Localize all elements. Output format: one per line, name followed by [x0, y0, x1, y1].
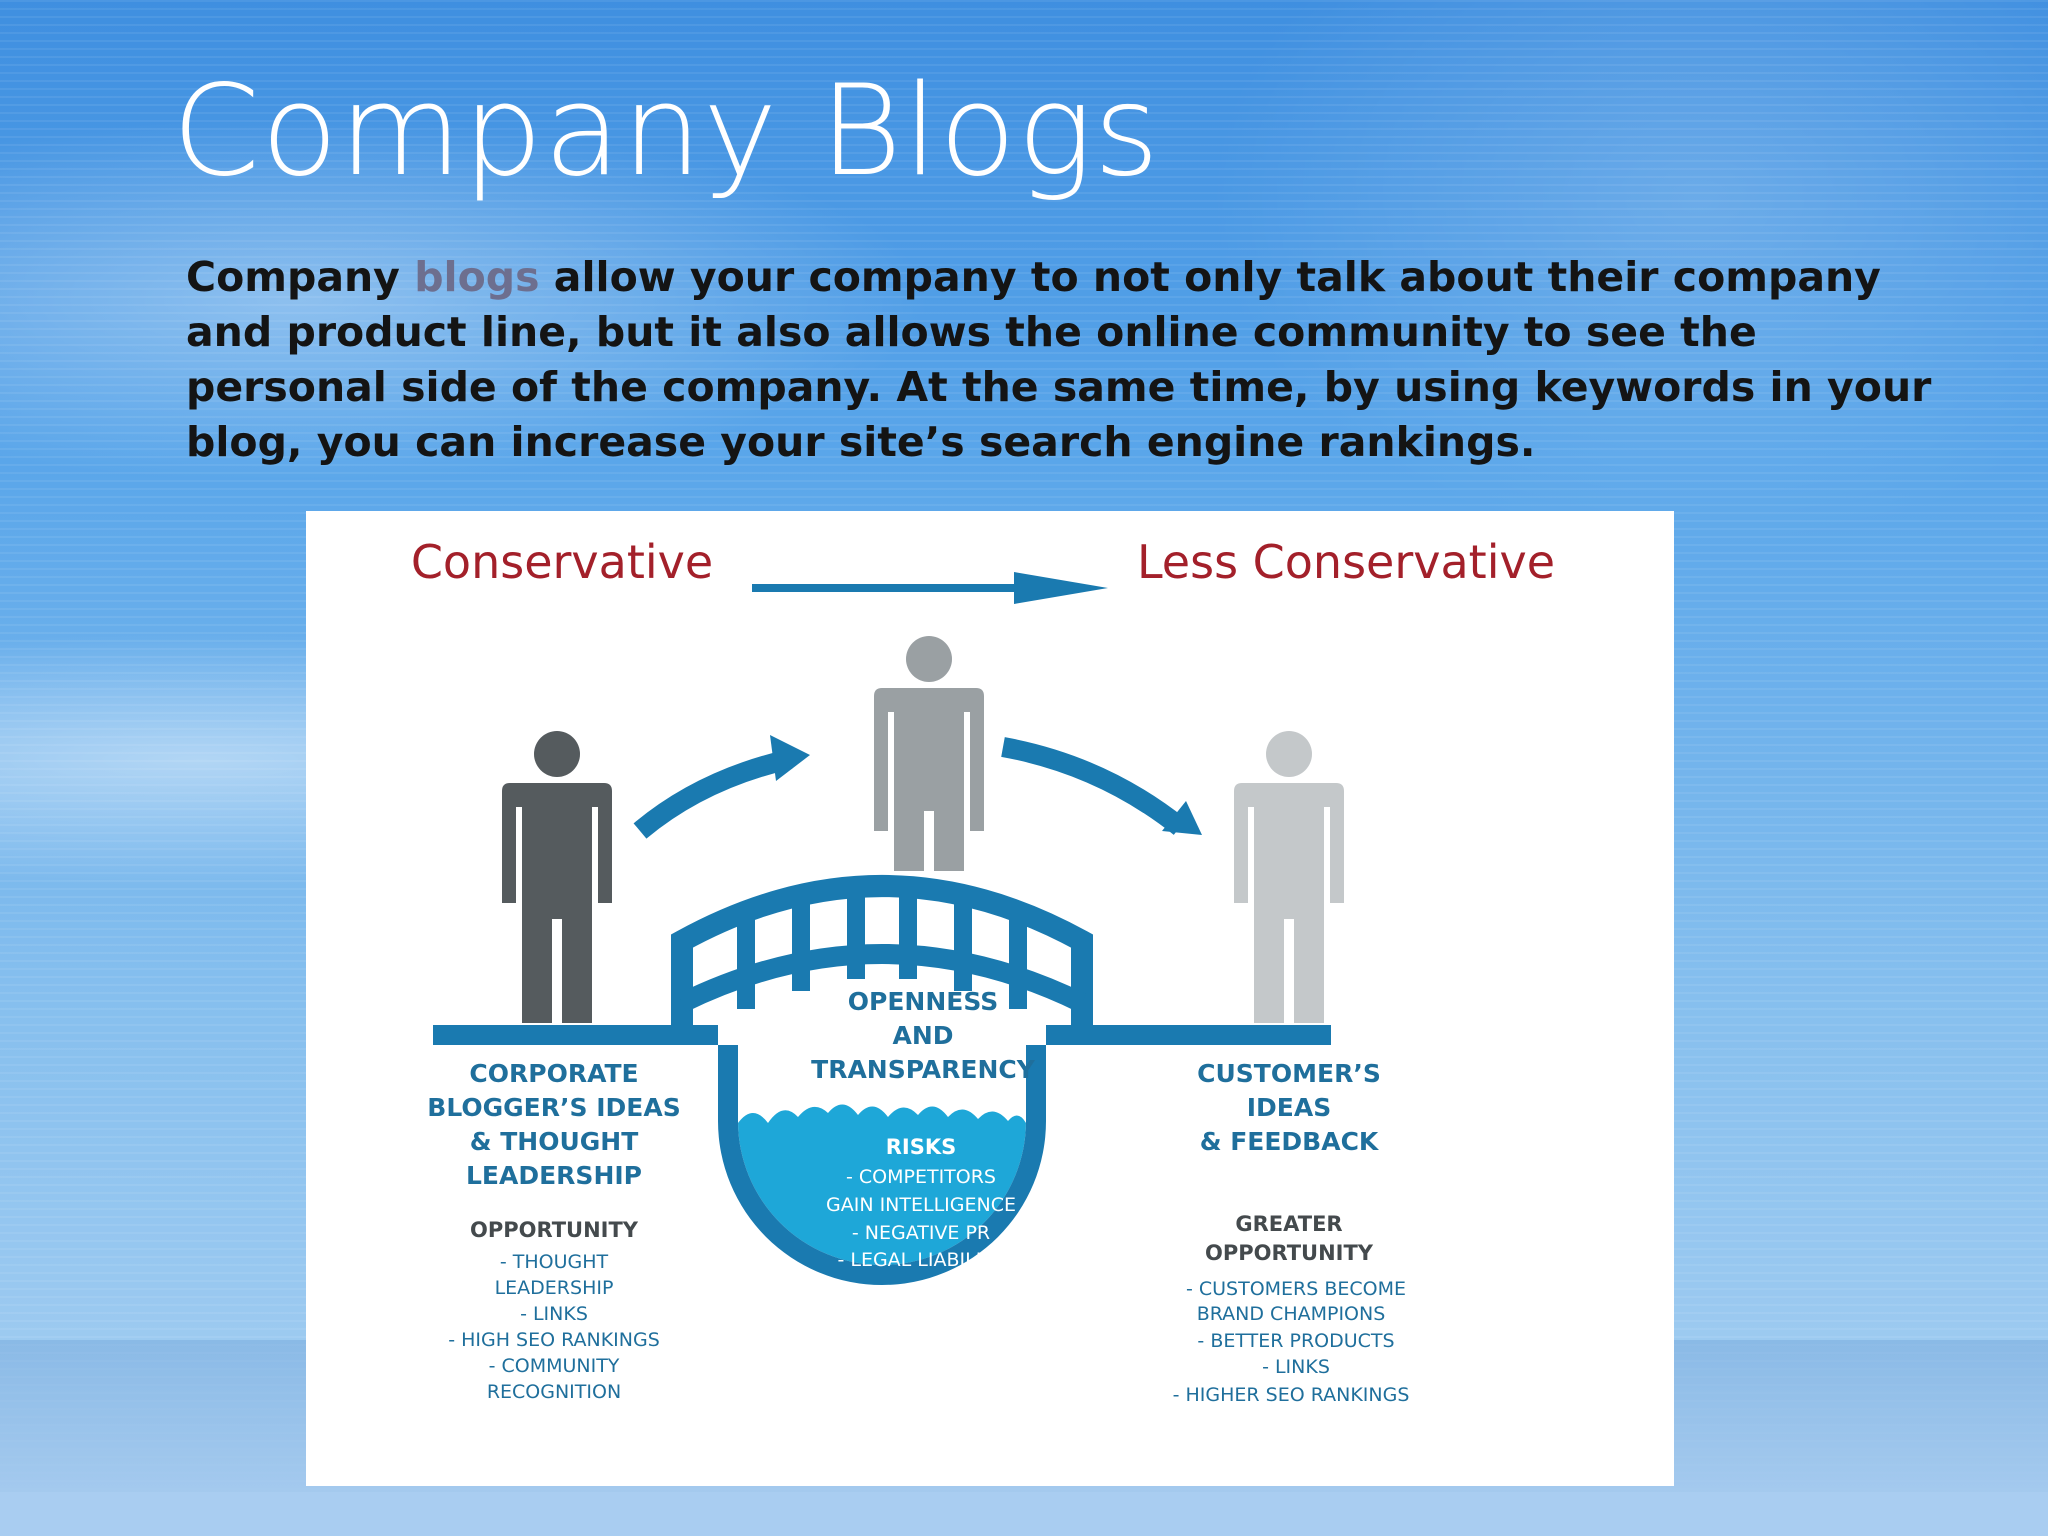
- person-customer-icon: [1234, 731, 1344, 1023]
- arrow-left-to-center-icon: [633, 735, 810, 839]
- arrow-center-to-right-icon: [1001, 737, 1202, 835]
- center-title-line: OPENNESS: [848, 987, 998, 1016]
- person-center-icon: [874, 636, 984, 871]
- right-item: - BETTER PRODUCTS: [1197, 1330, 1394, 1352]
- body-highlight-link[interactable]: blogs: [414, 253, 540, 301]
- right-title-line: IDEAS: [1247, 1093, 1332, 1122]
- right-item: - CUSTOMERS BECOME: [1186, 1278, 1406, 1300]
- right-item: BRAND CHAMPIONS: [1197, 1303, 1386, 1325]
- left-item: LEADERSHIP: [495, 1277, 614, 1299]
- center-column-labels: OPENNESS AND TRANSPARENCY RISKS - COMPET…: [811, 987, 1036, 1271]
- center-item: - NEGATIVE PR: [852, 1222, 990, 1244]
- body-prefix: Company: [186, 253, 415, 301]
- bridge-diagram: Conservative Less Conservative: [411, 535, 1555, 1406]
- ground-lines: [433, 1025, 1331, 1045]
- left-column-labels: CORPORATE BLOGGER’S IDEAS & THOUGHT LEAD…: [427, 1059, 680, 1403]
- left-sub-heading: OPPORTUNITY: [470, 1218, 639, 1242]
- center-item: - COMPETITORS: [846, 1166, 996, 1188]
- right-item: - HIGHER SEO RANKINGS: [1173, 1384, 1410, 1406]
- heading-conservative: Conservative: [411, 535, 713, 589]
- diagram-panel: Conservative Less Conservative: [306, 511, 1674, 1486]
- right-sub-heading-line: OPPORTUNITY: [1205, 1241, 1374, 1265]
- slide-title: Company Blogs: [172, 57, 1161, 204]
- center-title-line: AND: [892, 1021, 953, 1050]
- left-title-line: & THOUGHT: [470, 1127, 639, 1156]
- direction-arrow-icon: [752, 572, 1108, 604]
- left-item: - THOUGHT: [500, 1251, 609, 1273]
- water-bowl: [718, 1041, 1046, 1285]
- right-sub-heading-line: GREATER: [1235, 1212, 1342, 1236]
- right-column-labels: CUSTOMER’S IDEAS & FEEDBACK GREATER OPPO…: [1173, 1059, 1410, 1406]
- person-corporate-blogger-icon: [502, 731, 612, 1023]
- left-title-line: CORPORATE: [469, 1059, 638, 1088]
- slide-body-text: Company blogs allow your company to not …: [186, 250, 1946, 470]
- center-sub-heading: RISKS: [886, 1135, 957, 1159]
- heading-less-conservative: Less Conservative: [1137, 535, 1555, 589]
- left-title-line: LEADERSHIP: [466, 1161, 642, 1190]
- left-item: - HIGH SEO RANKINGS: [448, 1329, 660, 1351]
- right-title-line: & FEEDBACK: [1200, 1127, 1380, 1156]
- right-title-line: CUSTOMER’S: [1197, 1059, 1381, 1088]
- center-item: - LEGAL LIABILITY: [837, 1249, 1004, 1271]
- background-bottom-strip: [0, 1492, 2048, 1536]
- left-item: RECOGNITION: [487, 1381, 621, 1403]
- body-rest: allow your company to not only talk abou…: [186, 253, 1932, 466]
- center-item: GAIN INTELLIGENCE: [826, 1194, 1016, 1216]
- bridge: [671, 875, 1093, 1025]
- center-title-line: TRANSPARENCY: [811, 1055, 1036, 1084]
- left-title-line: BLOGGER’S IDEAS: [427, 1093, 680, 1122]
- right-item: - LINKS: [1262, 1356, 1330, 1378]
- left-item: - COMMUNITY: [489, 1355, 620, 1377]
- left-item: - LINKS: [520, 1303, 588, 1325]
